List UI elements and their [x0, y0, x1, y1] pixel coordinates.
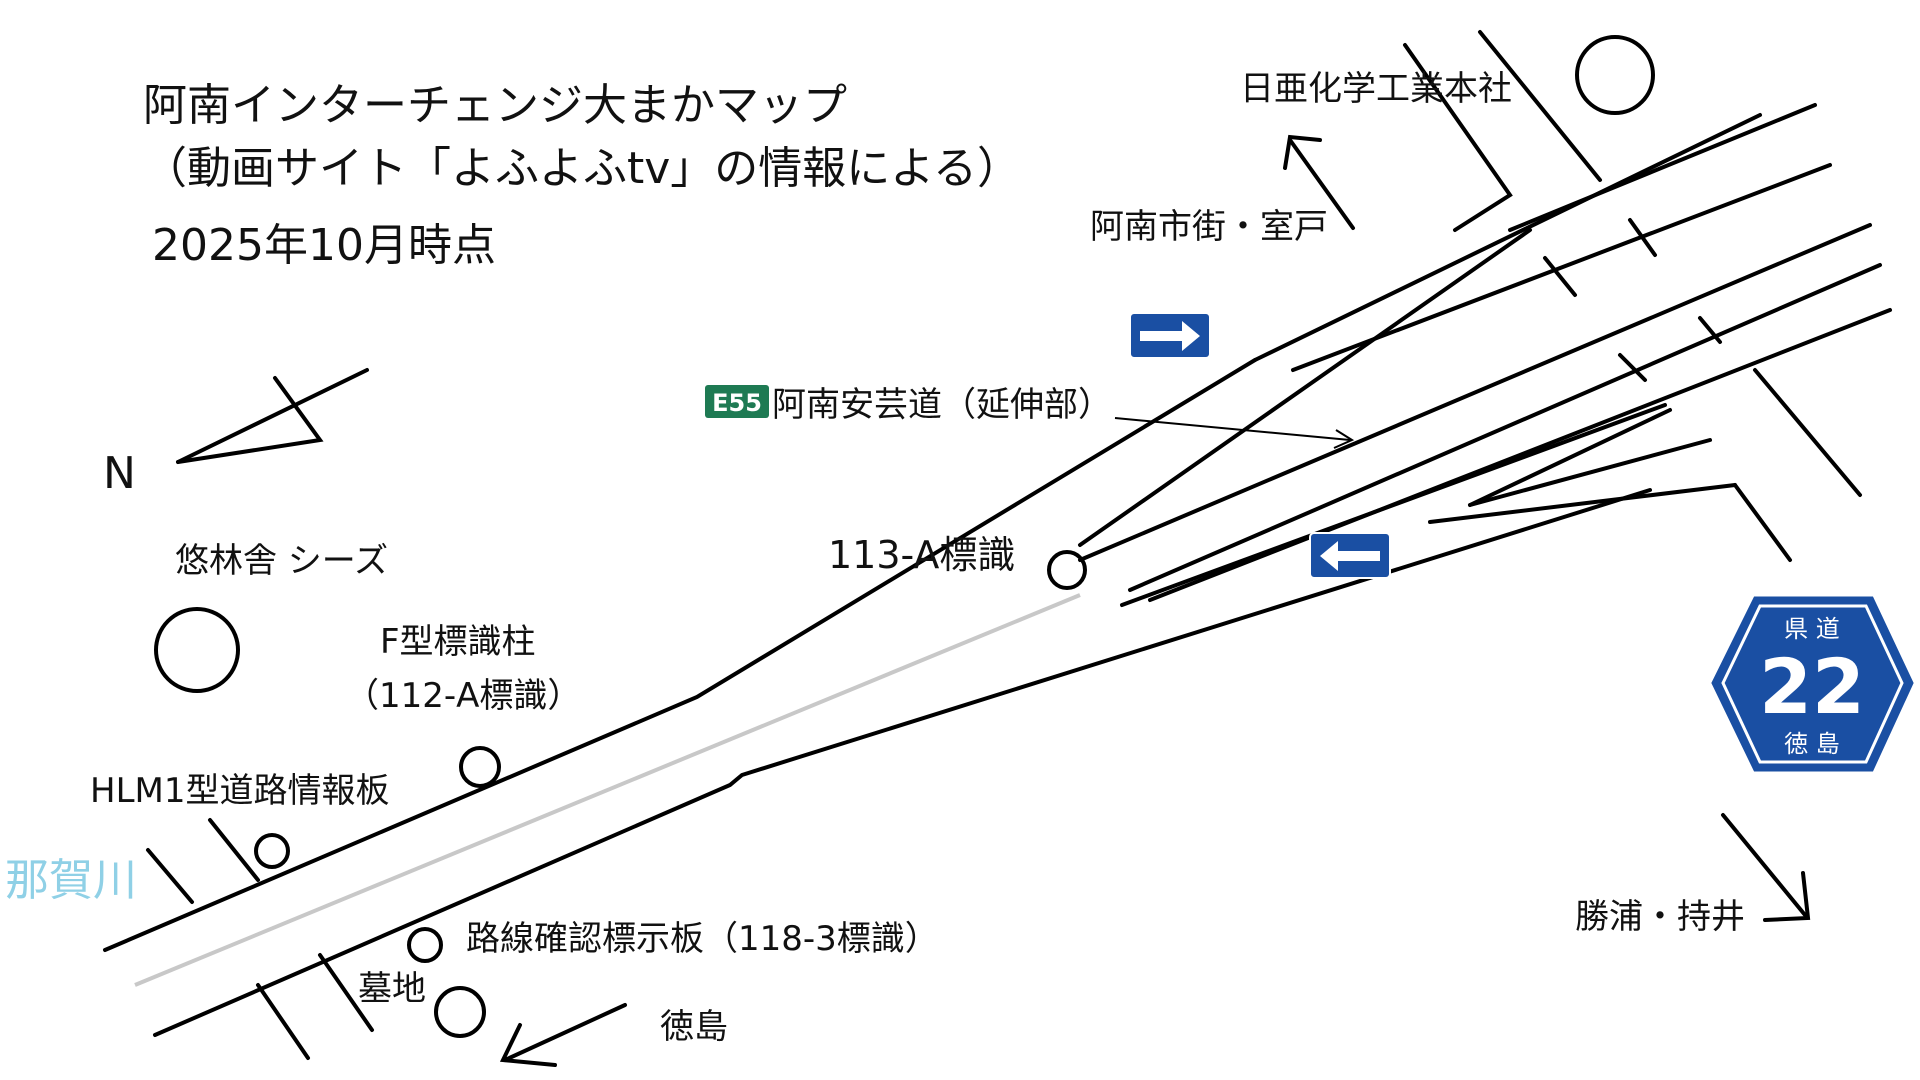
route-shield-number: 22 — [1759, 642, 1865, 731]
compass: N — [103, 368, 369, 499]
expressway-leader-head — [1333, 429, 1355, 449]
label-cemetery: 墓地 — [358, 969, 426, 1009]
road-fan-7 — [1120, 403, 1667, 607]
yurinsha-landmark-circle — [154, 607, 240, 693]
road-fan-4 — [1078, 223, 1872, 562]
expressway-badge: E55 — [705, 385, 769, 418]
e55-badge — [705, 385, 769, 418]
road-fan-5 — [1128, 263, 1882, 592]
compass-line — [176, 368, 369, 464]
local-road-east-1 — [1753, 368, 1862, 497]
title-line-3: 2025年10月時点 — [152, 220, 496, 271]
road-fan-1b — [1508, 103, 1817, 232]
hlm-board-marker — [254, 833, 290, 869]
arrow-katsuura — [1721, 813, 1807, 917]
local-road-nichia-2 — [1478, 30, 1602, 182]
road-fan-9 — [1428, 483, 1737, 524]
local-road-nichia-1 — [1403, 43, 1513, 232]
right-arrow-icon — [1140, 321, 1200, 351]
route-shield-inner — [1721, 604, 1904, 764]
left-arrow-icon — [1320, 541, 1380, 571]
nichia-landmark-circle — [1575, 35, 1655, 115]
local-road-sw-1 — [146, 848, 194, 904]
road-median — [134, 593, 1081, 987]
f-pole-marker — [459, 746, 501, 788]
local-road-sw-4 — [256, 983, 310, 1060]
road-fan-3 — [1291, 163, 1832, 372]
cross-ramp-2 — [1543, 256, 1577, 297]
cross-ramp-4 — [1618, 353, 1647, 382]
sign-113a-marker — [1047, 550, 1087, 590]
arrow-anan-city-head — [1283, 134, 1322, 170]
compass-arrow — [176, 376, 324, 464]
cemetery-landmark-circle — [434, 986, 486, 1038]
blue-sign-left — [1309, 532, 1391, 579]
label-sign-113a: 113-A標識 — [828, 533, 1015, 577]
compass-label: N — [103, 448, 136, 499]
road-network — [103, 30, 1892, 1060]
direction-arrows — [499, 134, 1811, 1067]
route-22-shield: 県 道 22 徳 島 — [1711, 596, 1914, 772]
route-shield-bottom: 徳 島 — [1784, 730, 1840, 758]
label-yurinsha: 悠林舎 シーズ — [175, 541, 388, 581]
route-sign-marker — [407, 927, 443, 963]
label-hlm: HLM1型道路情報板 — [90, 771, 389, 811]
road-upper-main — [103, 358, 1257, 952]
cross-ramp-3 — [1698, 316, 1722, 344]
label-tokushima: 徳島 — [660, 1007, 728, 1047]
arrow-tokushima-head — [499, 1023, 557, 1067]
e55-badge-text: E55 — [712, 389, 762, 417]
label-f-pole-1: F型標識柱 — [380, 622, 536, 662]
label-f-pole-2: （112-A標識） — [345, 676, 581, 716]
landmarks — [154, 35, 1655, 1038]
label-expressway: 阿南安芸道（延伸部） — [772, 385, 1112, 425]
arrow-anan-city — [1288, 138, 1355, 230]
road-fan-8 — [1468, 438, 1712, 507]
label-anan-city: 阿南市街・室戸 — [1090, 207, 1328, 247]
local-road-sw-2 — [208, 818, 260, 882]
road-fan-6 — [1148, 308, 1892, 602]
local-road-sw-3 — [318, 953, 374, 1032]
road-fan-8b — [1468, 408, 1672, 507]
local-road-east-2 — [1733, 483, 1792, 562]
road-fan-2 — [1078, 228, 1532, 547]
label-katsuura: 勝浦・持井 — [1575, 897, 1745, 937]
cross-ramp-1 — [1628, 218, 1657, 257]
label-route-sign: 路線確認標示板（118-3標識） — [466, 919, 939, 959]
route-shield-top: 県 道 — [1784, 615, 1840, 643]
expressway-leader — [1114, 417, 1351, 441]
title-line-1: 阿南インターチェンジ大まかマップ — [143, 80, 847, 131]
place-labels: 日亜化学工業本社 阿南市街・室戸 阿南安芸道（延伸部） 113-A標識 悠林舎 … — [5, 69, 1745, 1047]
title-line-2: （動画サイト「よふよふtv」の情報による） — [143, 143, 1021, 194]
road-fan-1 — [1253, 113, 1762, 362]
arrow-tokushima — [503, 1003, 627, 1062]
title-block: 阿南インターチェンジ大まかマップ （動画サイト「よふよふtv」の情報による） 2… — [143, 80, 1021, 271]
blue-sign-right — [1129, 312, 1211, 359]
label-nichia: 日亜化学工業本社 — [1240, 69, 1512, 109]
road-lower-main — [153, 488, 1652, 1037]
arrow-katsuura-head — [1763, 871, 1811, 922]
label-nakagawa: 那賀川 — [5, 855, 137, 906]
